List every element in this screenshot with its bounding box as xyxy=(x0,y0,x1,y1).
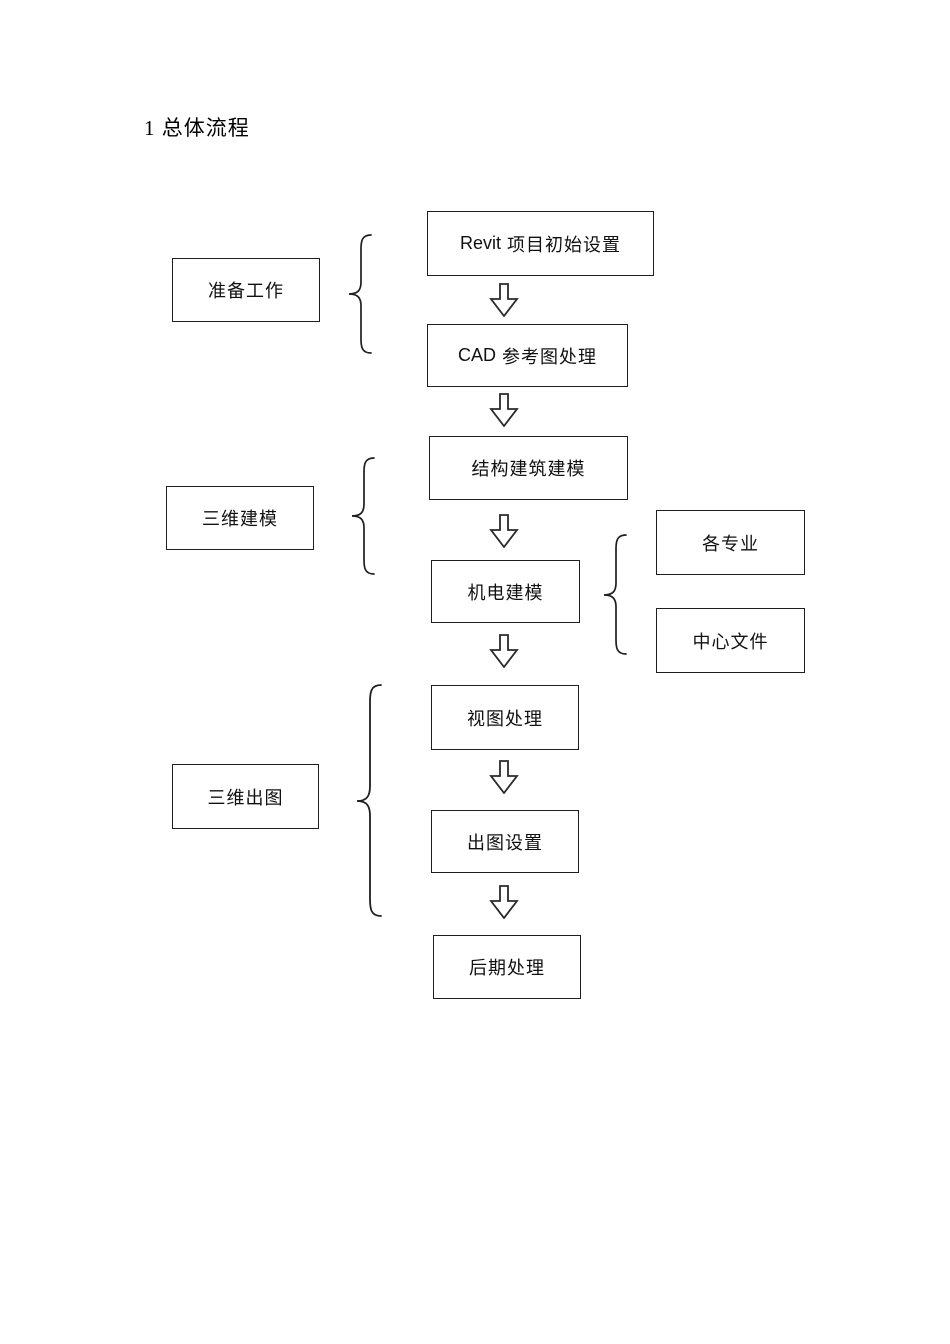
down-arrow-icon xyxy=(489,393,519,427)
step-label: 机电建模 xyxy=(467,582,544,603)
stage-label: 三维建模 xyxy=(202,509,278,529)
step-label-prefix: Revit xyxy=(460,233,502,253)
step-label-prefix: CAD xyxy=(458,345,497,365)
page-title: 1 总体流程 xyxy=(144,116,250,140)
flow-step-post-processing: 后期处理 xyxy=(433,935,581,999)
step-label: 参考图处理 xyxy=(501,346,597,367)
stage-box-3d-modeling: 三维建模 xyxy=(166,486,314,550)
stage-box-preparation: 准备工作 xyxy=(172,258,320,322)
step-label: 后期处理 xyxy=(469,958,545,978)
side-label: 各专业 xyxy=(702,533,759,554)
stage-label: 三维出图 xyxy=(207,787,284,808)
stage-box-3d-output: 三维出图 xyxy=(172,764,319,829)
flow-step-view-processing: 视图处理 xyxy=(431,685,579,750)
down-arrow-icon xyxy=(489,514,519,548)
step-label: 结构建筑建模 xyxy=(471,459,586,479)
step-label: 项目初始设置 xyxy=(506,234,621,255)
left-brace-3d-output xyxy=(355,683,383,918)
step-label: 出图设置 xyxy=(467,832,543,853)
flow-step-mep-modeling: 机电建模 xyxy=(431,560,580,623)
side-box-disciplines: 各专业 xyxy=(656,510,805,575)
flow-step-structure-modeling: 结构建筑建模 xyxy=(429,436,628,500)
down-arrow-icon xyxy=(489,885,519,919)
flow-step-plot-settings: 出图设置 xyxy=(431,810,579,873)
side-label: 中心文件 xyxy=(692,631,769,652)
left-brace-mep-split xyxy=(602,533,628,656)
left-brace-3d-modeling xyxy=(350,456,376,576)
down-arrow-icon xyxy=(489,634,519,668)
side-box-central-file: 中心文件 xyxy=(656,608,805,673)
stage-label: 准备工作 xyxy=(208,281,284,301)
step-label: 视图处理 xyxy=(467,708,543,729)
left-brace-preparation xyxy=(347,233,373,355)
down-arrow-icon xyxy=(489,283,519,317)
down-arrow-icon xyxy=(489,760,519,794)
